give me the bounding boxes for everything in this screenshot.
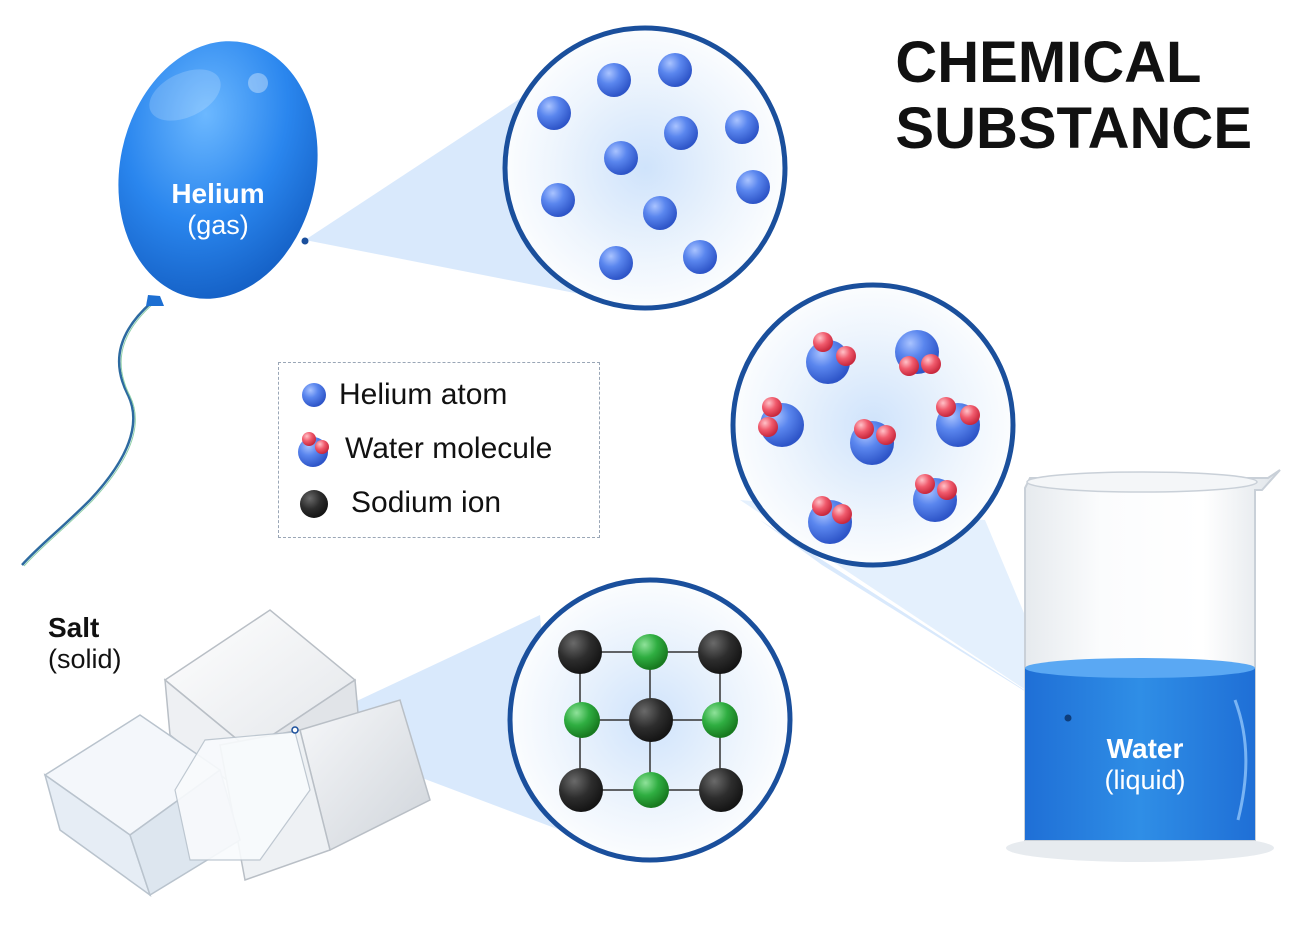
water-molecule <box>808 496 852 544</box>
salt-name: Salt <box>48 612 100 643</box>
water-state: (liquid) <box>1104 765 1186 795</box>
helium-atoms <box>537 53 770 280</box>
salt-crystals <box>43 609 431 897</box>
helium-state: (gas) <box>187 210 249 240</box>
helium-atom <box>664 116 698 150</box>
chloride-ion <box>632 634 668 670</box>
helium-balloon <box>21 41 318 567</box>
helium-atom <box>643 196 677 230</box>
salt-zoom-circle <box>507 577 793 863</box>
chloride-ion <box>702 702 738 738</box>
water-zoom-circle <box>730 282 1016 568</box>
water-molecule <box>895 330 941 376</box>
water-molecule <box>936 397 980 447</box>
water-name: Water <box>1106 733 1184 764</box>
water-zoom-beam <box>760 520 1068 718</box>
water-molecule <box>806 332 856 384</box>
salt-state: (solid) <box>48 644 122 674</box>
helium-atom <box>541 183 575 217</box>
balloon-body <box>118 41 318 299</box>
chloride-ion <box>633 772 669 808</box>
helium-atom <box>597 63 631 97</box>
sodium-ion <box>699 768 743 812</box>
helium-atom <box>537 96 571 130</box>
salt-label: Salt (solid) <box>48 612 188 675</box>
sodium-ion <box>698 630 742 674</box>
diagram-title: CHEMICAL SUBSTANCE <box>895 30 1252 162</box>
legend-item-water-molecule: Water molecule <box>279 429 599 469</box>
title-line-1: CHEMICAL <box>895 30 1202 95</box>
water-molecule <box>850 419 896 465</box>
legend-item-helium-atom: Helium atom <box>279 375 599 415</box>
helium-atom <box>725 110 759 144</box>
title-line-2: SUBSTANCE <box>895 96 1252 161</box>
water-beaker <box>1006 469 1281 862</box>
sodium-ion <box>558 630 602 674</box>
legend-label: Water molecule <box>345 432 553 465</box>
legend-item-sodium-ion: Sodium ion <box>279 483 599 523</box>
helium-zoom-circle <box>502 25 788 311</box>
helium-atom <box>683 240 717 274</box>
sodium-ion-icon <box>300 490 328 518</box>
helium-label: Helium (gas) <box>148 178 288 241</box>
chloride-ion <box>564 702 600 738</box>
water-molecule <box>913 474 957 522</box>
sodium-ion <box>629 698 673 742</box>
legend-label: Sodium ion <box>351 486 502 519</box>
salt-zoom-beam <box>295 615 560 830</box>
legend-label: Helium atom <box>339 378 508 411</box>
helium-atom <box>736 170 770 204</box>
water-molecule-icon <box>298 432 329 467</box>
legend: Helium atom Water molecule Sodium ion <box>278 362 600 538</box>
helium-name: Helium <box>171 178 265 209</box>
sodium-ion <box>559 768 603 812</box>
helium-atom <box>658 53 692 87</box>
helium-atom-icon <box>302 383 326 407</box>
helium-atom <box>604 141 638 175</box>
helium-atom <box>599 246 633 280</box>
water-molecule <box>758 397 804 447</box>
water-label: Water (liquid) <box>1070 733 1220 796</box>
water-fill <box>1025 668 1255 840</box>
balloon-string <box>21 301 153 566</box>
